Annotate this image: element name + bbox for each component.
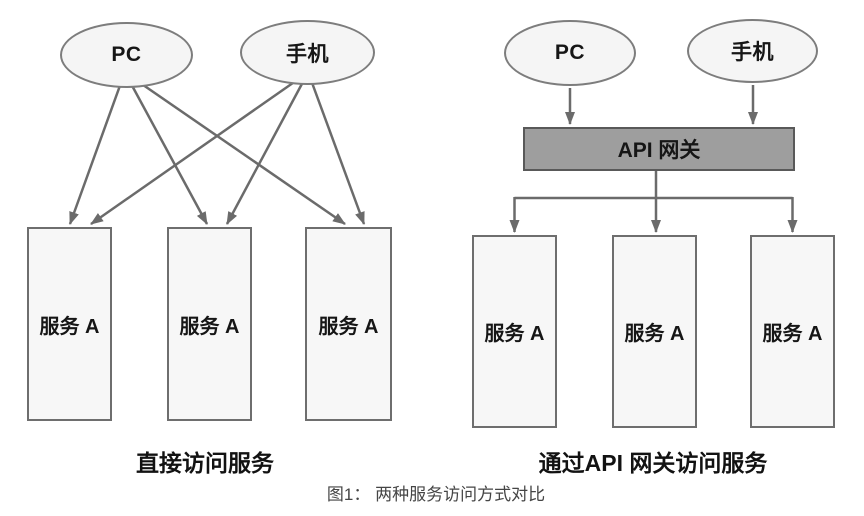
left-client-phone-label: 手机 <box>286 42 329 66</box>
arrow-pc-to-service2 <box>127 79 209 225</box>
left-panel-title: 直接访问服务 <box>136 450 274 476</box>
figure-caption: 图1： 两种服务访问方式对比 <box>326 485 546 504</box>
arrow-phone-to-service2 <box>225 79 306 225</box>
arrow-phone-to-service3 <box>309 79 366 225</box>
right-service-box-1: 服务 A <box>472 235 557 428</box>
right-client-pc-node: PC <box>504 20 636 86</box>
left-client-phone-node: 手机 <box>240 20 375 85</box>
api-gateway-label: API 网关 <box>617 139 701 162</box>
left-client-pc-node: PC <box>60 22 193 88</box>
right-client-pc-label: PC <box>554 41 586 64</box>
right-service-box-2: 服务 A <box>612 235 697 428</box>
left-service-box-3: 服务 A <box>305 227 392 421</box>
gateway-fanout-rail <box>514 171 793 200</box>
right-service-label-2: 服务 A <box>624 323 685 345</box>
left-service-box-1: 服务 A <box>27 227 112 421</box>
right-panel-title: 通过API 网关访问服务 <box>538 450 768 476</box>
arrow-pc-to-service1 <box>68 79 124 225</box>
arrow-pc-to-service3 <box>132 76 346 226</box>
right-service-label-1: 服务 A <box>484 323 545 345</box>
api-gateway-bar: API 网关 <box>523 127 795 171</box>
left-client-pc-label: PC <box>111 43 142 66</box>
right-client-phone-label: 手机 <box>731 41 774 64</box>
left-service-box-2: 服务 A <box>167 227 252 421</box>
arrow-phone-to-service1 <box>90 76 301 226</box>
left-service-label-3: 服务 A <box>318 315 379 338</box>
left-service-label-1: 服务 A <box>39 315 100 338</box>
right-service-box-3: 服务 A <box>750 235 835 428</box>
left-service-label-2: 服务 A <box>179 315 240 338</box>
right-client-phone-node: 手机 <box>687 19 818 83</box>
right-service-label-3: 服务 A <box>762 323 823 345</box>
